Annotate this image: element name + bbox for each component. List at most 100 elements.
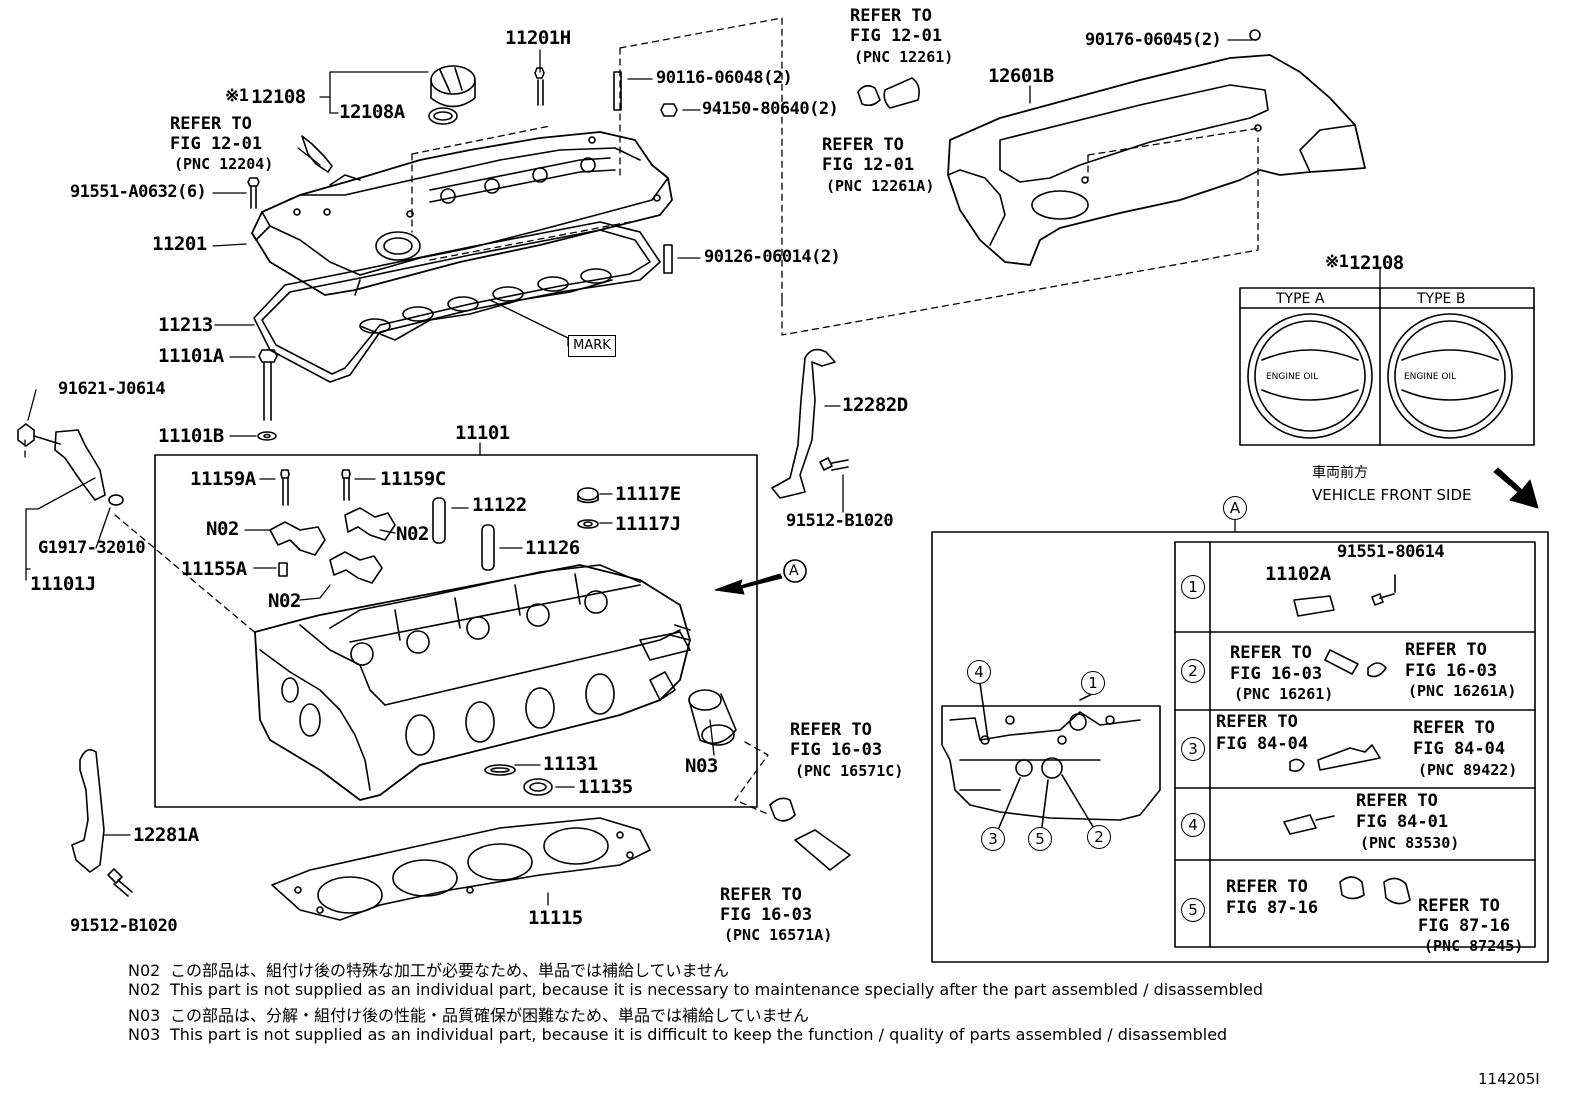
front-side-jp: 車両前方: [1312, 465, 1368, 481]
note-code: N03: [128, 1025, 161, 1044]
engine-hanger-2-drawing: [771, 348, 849, 499]
refer-pnc-label: (PNC 12261A): [826, 177, 935, 195]
callout-2: 2: [1087, 825, 1111, 849]
part-G1917: G1917-32010: [38, 538, 146, 558]
part-11102A: 11102A: [1265, 563, 1331, 585]
cylinder-head-drawing: [254, 564, 691, 801]
part-11201: 11201: [152, 233, 207, 255]
refer-fig-label: FIG 84-04: [1413, 739, 1506, 759]
part-N02-b: N02: [396, 523, 429, 545]
part-90176: 90176-06045(2): [1085, 30, 1222, 50]
part-11159C: 11159C: [380, 468, 446, 490]
sleeve-drawing: [688, 689, 737, 746]
part-11159A: 11159A: [190, 468, 256, 490]
view-a-marker: A: [789, 563, 799, 579]
part-12108: 12108: [251, 86, 306, 108]
small-gaskets-drawing: [484, 764, 553, 796]
front-side-en: VEHICLE FRONT SIDE: [1312, 486, 1472, 504]
refer-fig-label: FIG 12-01: [850, 26, 943, 46]
part-91512-right: 91512-B1020: [786, 511, 894, 531]
part-12282D: 12282D: [842, 394, 908, 416]
part-11117J: 11117J: [615, 513, 681, 535]
note-code: N02: [128, 961, 161, 980]
refer-fig-label: FIG 12-01: [170, 134, 263, 154]
note-text: この部品は、分解・組付け後の性能・品質確保が困難なため、単品では補給していません: [170, 1006, 810, 1025]
refer-pnc-label: (PNC 12261): [854, 48, 954, 66]
refer-to-label: REFER TO: [850, 6, 932, 26]
refer-to-label: REFER TO: [1418, 896, 1500, 916]
valve-cover-gasket-drawing: [253, 221, 661, 383]
note-text: This part is not supplied as an individu…: [170, 1025, 1228, 1044]
head-gasket-drawing: [271, 817, 651, 921]
callout-1: 1: [1081, 671, 1105, 695]
front-side-arrow: [1493, 467, 1539, 509]
drawing-id: 114205I: [1478, 1070, 1540, 1088]
mark-box: MARK: [568, 335, 616, 357]
part-N02-a: N02: [206, 518, 239, 540]
type-b-label: TYPE B: [1417, 291, 1466, 307]
part-11122: 11122: [472, 494, 527, 516]
oil-cap-type-box: [1239, 287, 1535, 446]
hose-clamps-drawing: [769, 77, 920, 871]
refer-to-label: REFER TO: [1356, 791, 1438, 811]
part-12108-type: 12108: [1349, 252, 1404, 274]
refer-fig-label: FIG 16-03: [1230, 664, 1323, 684]
engine-hanger-drawing: [71, 749, 133, 897]
cap-text-a: ENGINE OIL: [1266, 372, 1319, 382]
refer-fig-label: FIG 16-03: [720, 905, 813, 925]
part-11101: 11101: [455, 422, 510, 444]
refer-pnc-label: (PNC 87245): [1424, 937, 1524, 955]
view-a-arrow: [714, 573, 783, 595]
callout-4: 4: [967, 660, 991, 684]
refer-to-label: REFER TO: [720, 885, 802, 905]
part-11135: 11135: [578, 776, 633, 798]
part-11155A: 11155A: [181, 558, 247, 580]
camshaft-caps-drawing: [269, 469, 599, 584]
part-N02-c: N02: [268, 590, 301, 612]
part-12108-note-mark: ※1: [1325, 252, 1349, 272]
refer-pnc-label: (PNC 83530): [1360, 834, 1460, 852]
refer-to-label: REFER TO: [822, 135, 904, 155]
refer-to-label: REFER TO: [1413, 718, 1495, 738]
part-11126: 11126: [525, 537, 580, 559]
oil-filler-cap-drawing: [428, 65, 476, 125]
refer-to-label: REFER TO: [1216, 712, 1298, 732]
refer-to-label: REFER TO: [1405, 640, 1487, 660]
refer-fig-label: FIG 84-01: [1356, 812, 1449, 832]
refer-pnc-label: (PNC 16261): [1234, 685, 1334, 703]
part-90126: 90126-06014(2): [704, 247, 841, 267]
part-11213: 11213: [158, 314, 213, 336]
note-text: This part is not supplied as an individu…: [170, 980, 1264, 999]
row-4-marker: 4: [1181, 813, 1205, 837]
engine-cover-drawing: [947, 29, 1366, 266]
refer-pnc-label: (PNC 12204): [174, 155, 274, 173]
note-n03-jp: N03 この部品は、分解・組付け後の性能・品質確保が困難なため、単品では補給してい…: [128, 1002, 809, 1026]
part-11101A: 11101A: [158, 345, 224, 367]
refer-fig-label: FIG 87-16: [1418, 916, 1511, 936]
note-n02-jp: N02 この部品は、組付け後の特殊な加工が必要なため、単品では補給していません: [128, 957, 729, 981]
note-n03-en: N03 This part is not supplied as an indiv…: [128, 1025, 1227, 1044]
part-91512-left: 91512-B1020: [70, 916, 178, 936]
refer-to-label: REFER TO: [170, 114, 252, 134]
oil-control-valve-drawing: [17, 423, 124, 506]
note-text: この部品は、組付け後の特殊な加工が必要なため、単品では補給していません: [170, 961, 730, 980]
refer-to-label: REFER TO: [1226, 877, 1308, 897]
part-11117E: 11117E: [615, 483, 681, 505]
refer-pnc-label: (PNC 16571C): [795, 762, 904, 780]
part-91551-A0632: 91551-A0632(6): [70, 182, 207, 202]
part-12108-note-mark: ※1: [225, 86, 249, 106]
refer-pnc-label: (PNC 89422): [1418, 761, 1518, 779]
refer-fig-label: FIG 16-03: [790, 740, 883, 760]
refer-to-label: REFER TO: [1230, 643, 1312, 663]
part-N03: N03: [685, 755, 718, 777]
part-11131: 11131: [543, 753, 598, 775]
part-11101J: 11101J: [30, 573, 96, 595]
note-code: N03: [128, 1006, 161, 1025]
refer-pnc-label: (PNC 16261A): [1408, 682, 1517, 700]
callout-5: 5: [1028, 827, 1052, 851]
valve-cover-drawing: [251, 131, 673, 296]
detail-a-frame: [931, 531, 1549, 963]
part-91621: 91621-J0614: [58, 379, 166, 399]
row-1-marker: 1: [1181, 575, 1205, 599]
